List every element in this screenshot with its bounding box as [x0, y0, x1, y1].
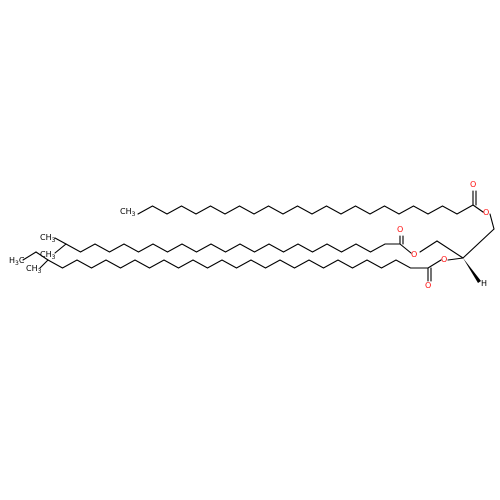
chain2-branch-upper: [54, 237, 67, 245]
ester1-carbonyl-oxygen: O: [470, 180, 476, 189]
glycerol-c1-c2: [462, 228, 495, 259]
chain2-branch-lower: [54, 243, 67, 254]
glycerol-c3-o2: [419, 240, 438, 253]
ester1-ether-oxygen: O: [483, 208, 489, 217]
chain3-ethyl-1: [22, 251, 37, 261]
ester2-ether-oxygen: O: [411, 250, 417, 259]
ester3-carbonyl-oxygen: O: [425, 281, 431, 290]
chain1-bonds: [137, 204, 474, 215]
glycerol-c2-c3: [436, 240, 464, 259]
chain3-branch-methyl: CH3: [26, 264, 42, 275]
chain2-bonds: [65, 243, 401, 253]
glycerol-o1-c1: [489, 213, 495, 230]
bond-lines: [22, 190, 495, 282]
stereo-hydrogen: H: [481, 279, 487, 288]
chain3-ethyl-2: [35, 251, 49, 261]
chain3-bonds: [47, 259, 429, 269]
chain2-methyl-upper: CH3: [40, 233, 56, 244]
chain3-branch: [39, 259, 49, 269]
chain3-ethyl-methyl: H3C: [9, 256, 25, 267]
chain3-ester: [427, 259, 442, 269]
chain1-terminal-methyl: CH3: [120, 207, 136, 218]
wedge-bond: [463, 258, 481, 283]
ester2-carbonyl-oxygen: O: [397, 225, 403, 234]
chain2-methyl-lower: CH3: [40, 250, 56, 261]
chain2-ester: [399, 243, 412, 254]
glycerol-c2-o3: [447, 257, 464, 261]
chain1-ester: [472, 204, 484, 213]
ester3-ether-oxygen: O: [441, 255, 447, 264]
